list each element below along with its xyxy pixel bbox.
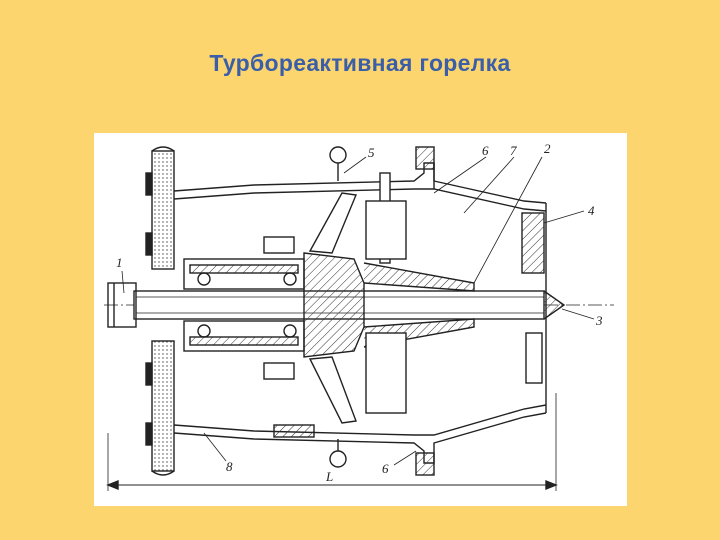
slide-title: Турбореактивная горелка: [209, 50, 511, 76]
label-2: 2: [544, 141, 551, 156]
label-7: 7: [510, 143, 517, 158]
label-6-top: 6: [482, 143, 489, 158]
burner-drawing: 1 2 3 4 5 6 6 7 8 L: [94, 133, 627, 506]
label-4: 4: [588, 203, 595, 218]
burner-cross-section: 1 2 3 4 5 6 6 7 8 L: [104, 141, 614, 491]
dimension-L: L: [325, 469, 333, 484]
label-6-bottom: 6: [382, 461, 389, 476]
label-1: 1: [116, 255, 123, 270]
label-8: 8: [226, 459, 233, 474]
label-3: 3: [595, 313, 603, 328]
label-5: 5: [368, 145, 375, 160]
